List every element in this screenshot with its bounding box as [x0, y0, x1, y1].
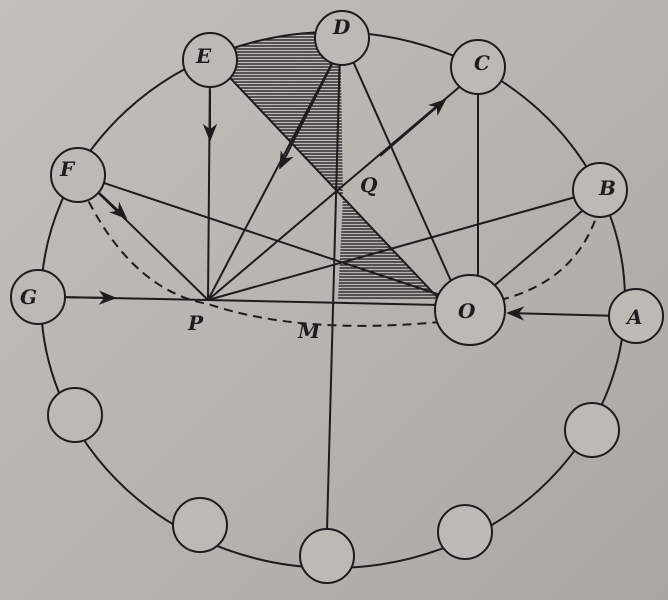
line-D-O	[347, 49, 456, 291]
circle-empty	[564, 402, 620, 458]
circle-empty	[299, 528, 355, 584]
dashed-trajectory	[81, 187, 441, 327]
label-G: G	[20, 285, 37, 309]
line-P-B	[207, 190, 592, 301]
circle-E	[182, 32, 238, 88]
label-O: O	[458, 299, 476, 323]
label-D: D	[332, 15, 351, 39]
arrow-to-C	[379, 98, 447, 157]
line-D-vertical	[326, 47, 341, 531]
circle-A	[608, 288, 664, 344]
label-A: A	[625, 305, 643, 329]
arrow-D-down	[279, 47, 341, 170]
line-F-O	[79, 174, 441, 296]
shaded-region-upper	[215, 32, 343, 196]
circle-C	[450, 39, 506, 95]
dashed-trajectory-right	[499, 204, 601, 301]
label-Q: Q	[360, 173, 378, 197]
label-C: C	[474, 51, 490, 75]
label-P: P	[187, 311, 204, 335]
line-E-O	[214, 61, 441, 301]
label-M: M	[297, 319, 321, 343]
label-B: B	[598, 176, 616, 200]
circle-G	[10, 269, 66, 325]
circle-D	[314, 10, 370, 66]
label-E: E	[195, 44, 212, 68]
circle-empty	[172, 497, 228, 553]
circle-F	[50, 147, 106, 203]
circle-empty	[437, 504, 493, 560]
label-F: F	[59, 157, 76, 181]
circle-B	[572, 162, 628, 218]
line-O-B	[494, 199, 596, 286]
circle-empty	[47, 387, 103, 443]
line-P-O	[207, 299, 441, 306]
circle-O	[434, 274, 506, 346]
line-A-O	[506, 306, 621, 321]
